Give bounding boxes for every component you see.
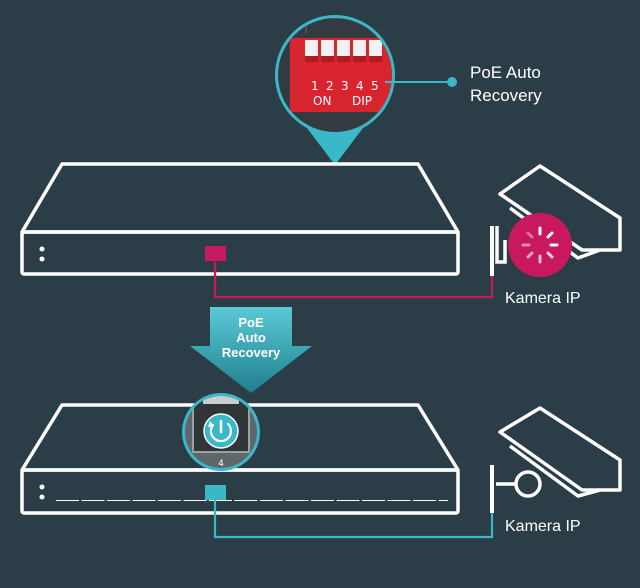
dip-num-2: 2	[326, 79, 334, 93]
arrow-text-line3: Recovery	[222, 345, 281, 360]
top-camera: Kamera IP	[490, 164, 622, 307]
callout-label-line2: Recovery	[470, 86, 542, 105]
dip-num-5: 5	[371, 79, 379, 93]
callout-leader-dot	[447, 77, 457, 87]
recovered-port	[205, 485, 226, 500]
status-led	[39, 246, 45, 252]
top-cable	[213, 262, 494, 299]
top-camera-label: Kamera IP	[505, 290, 581, 307]
ethernet-ports	[55, 483, 448, 505]
recovery-arrow: PoE Auto Recovery	[190, 307, 312, 393]
dip-dip-label: DIP	[352, 94, 372, 108]
reboot-spinner-icon	[508, 213, 572, 277]
port-number: 4	[218, 459, 224, 469]
dip-num-4: 4	[356, 79, 364, 93]
dip-on-label: ON	[313, 94, 331, 108]
dip-num-3: 3	[341, 79, 349, 93]
bottom-camera-label: Kamera IP	[505, 518, 581, 535]
callout-label-line1: PoE Auto	[470, 63, 541, 82]
bottom-cable	[213, 500, 494, 539]
dip-switch-levers	[305, 40, 382, 56]
callout-pointer	[307, 128, 363, 165]
status-led	[39, 494, 45, 500]
status-led	[39, 256, 45, 262]
top-switch	[20, 162, 494, 299]
arrow-text-line2: Auto	[236, 330, 266, 345]
faulty-port	[205, 246, 226, 261]
dip-switch-callout: 1 2 3 4 5 ON DIP PoE Auto Recovery	[275, 15, 542, 165]
dip-num-1: 1	[311, 79, 319, 93]
camera-mount-joint	[514, 470, 542, 498]
arrow-text-line1: PoE	[238, 315, 264, 330]
bottom-camera: Kamera IP	[490, 406, 622, 535]
port-zoom-bubble: 4	[182, 393, 260, 471]
ethernet-ports	[55, 244, 448, 266]
bottom-switch	[20, 403, 494, 539]
status-led	[39, 484, 45, 490]
